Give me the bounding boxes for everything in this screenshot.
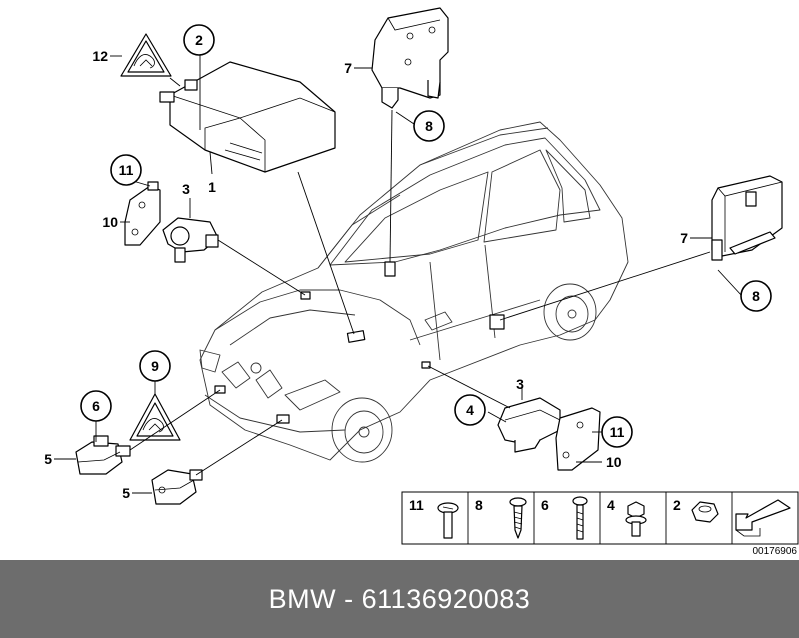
callout-10-upper: 10	[102, 214, 118, 230]
callout-10-lower: 10	[606, 454, 622, 470]
callout-6: 6	[80, 390, 112, 422]
callout-11-upper: 11	[110, 154, 142, 186]
callout-2: 2	[183, 24, 215, 56]
svg-text:11: 11	[119, 162, 134, 178]
callout-7-right: 7	[680, 230, 688, 246]
callout-5-lower: 5	[122, 485, 130, 501]
fastener-cell-11: 11	[409, 497, 459, 539]
svg-text:2: 2	[195, 32, 203, 48]
svg-text:8: 8	[475, 497, 483, 513]
callout-12: 12	[92, 48, 108, 64]
callout-9: 9	[139, 350, 171, 382]
callout-3-lower: 3	[516, 376, 524, 392]
leader-lines	[54, 55, 743, 494]
bracket-lower	[555, 407, 601, 471]
control-module-right	[711, 175, 783, 261]
warning-label-twelve	[120, 33, 172, 77]
bracket-upper	[124, 181, 161, 246]
callout-7-upper: 7	[344, 60, 352, 76]
svg-text:11: 11	[409, 497, 424, 513]
svg-text:6: 6	[92, 398, 100, 414]
svg-text:2: 2	[673, 497, 681, 513]
callout-11-lower: 11	[601, 416, 633, 448]
callout-4: 4	[454, 394, 486, 426]
callout-1: 1	[208, 179, 216, 195]
car-illustration	[199, 121, 629, 463]
fastener-cell-4: 4	[607, 497, 647, 537]
sensor-left-upper	[75, 435, 131, 475]
fastener-cell-2: 2	[673, 497, 719, 523]
svg-text:4: 4	[466, 402, 474, 418]
fastener-cell-8: 8	[475, 497, 527, 539]
svg-text:4: 4	[607, 497, 615, 513]
fastener-table: 11 8 6 4 2	[401, 491, 799, 545]
sensor-left-lower	[151, 469, 203, 505]
svg-text:6: 6	[541, 497, 549, 513]
bracket-seven-upper	[371, 7, 449, 109]
svg-text:8: 8	[752, 288, 760, 304]
svg-text:9: 9	[151, 358, 159, 374]
diagram-number: 00176906	[753, 546, 798, 557]
parts-diagram: 2 12 1 11 3 10 7 8 7 8 9 6 5 5 3 4 11 10	[44, 7, 799, 557]
callout-5-upper: 5	[44, 451, 52, 467]
callout-8-right: 8	[740, 280, 772, 312]
crash-sensor-upper	[162, 217, 219, 263]
airbag-control-unit	[159, 61, 336, 173]
svg-text:8: 8	[425, 118, 433, 134]
part-number-banner: BMW - 61136920083	[0, 560, 799, 638]
svg-text:11: 11	[610, 424, 625, 440]
callout-8-upper: 8	[413, 110, 445, 142]
fastener-cell-6: 6	[541, 496, 588, 540]
sensor-bracket-lower	[497, 397, 561, 453]
orientation-arrow-icon	[735, 499, 791, 537]
callout-3-upper: 3	[182, 181, 190, 197]
